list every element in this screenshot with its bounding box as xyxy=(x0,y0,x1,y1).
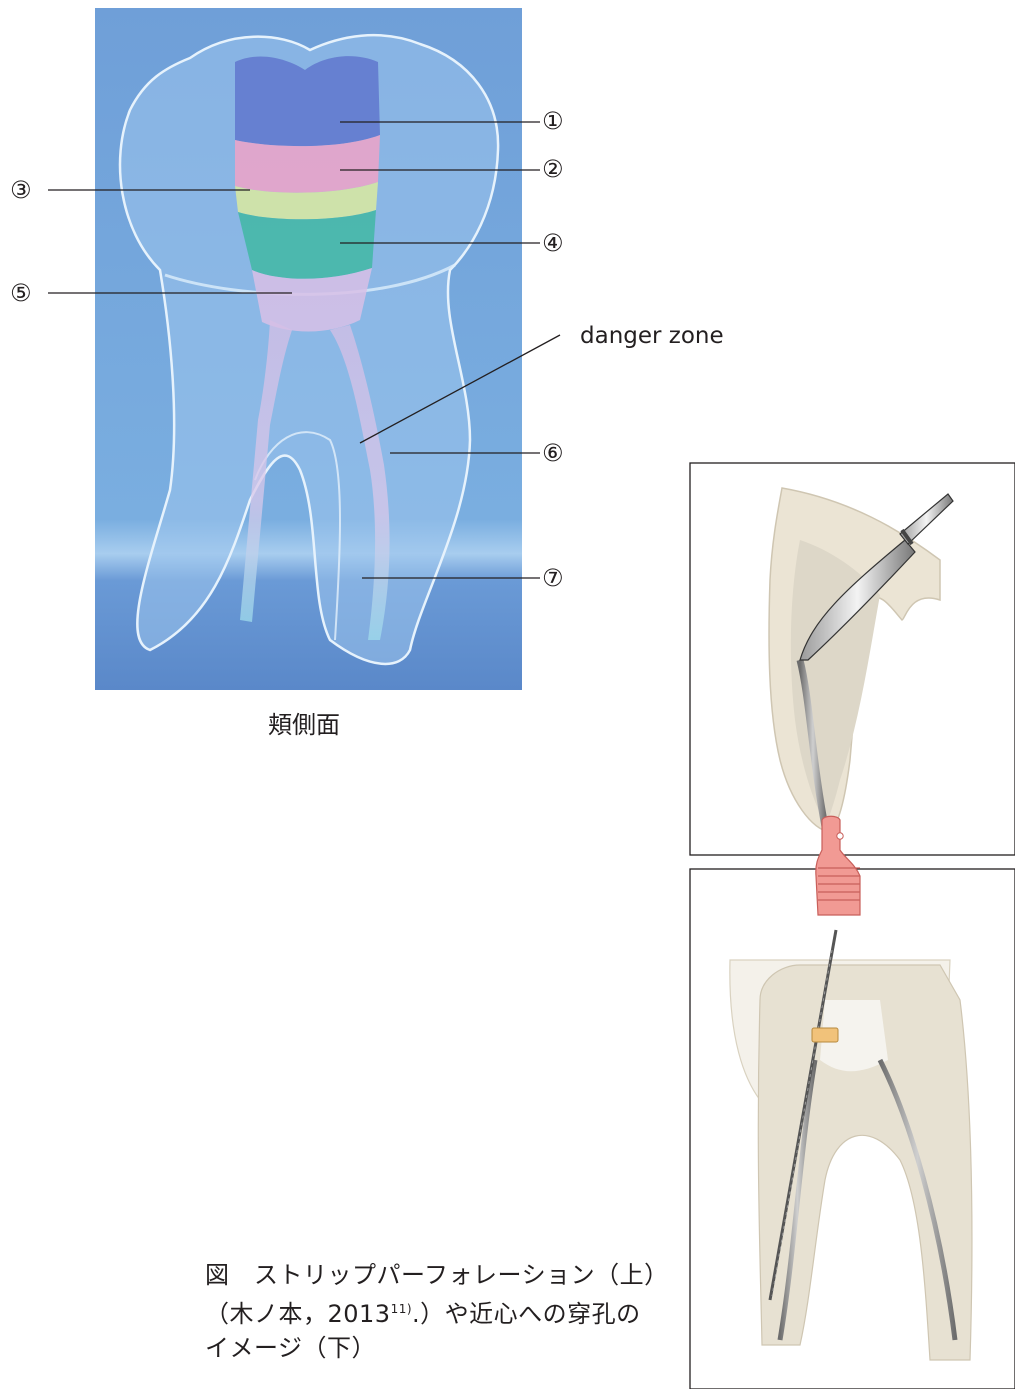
label-2: ② xyxy=(542,157,564,181)
caption-line-2-pre: （木ノ本，2013 xyxy=(205,1300,391,1328)
figure-caption: 図 ストリップパーフォレーション（上） （木ノ本，201311).）や近心への穿… xyxy=(205,1258,685,1365)
label-danger-zone: danger zone xyxy=(580,323,724,349)
illustration-caption: 頬側面 xyxy=(268,705,340,740)
caption-reference: 11) xyxy=(391,1302,412,1316)
label-6: ⑥ xyxy=(542,441,564,465)
pulp-roof xyxy=(235,56,380,146)
caption-line-2-post: .）や近心への穿孔の xyxy=(412,1300,641,1328)
label-5: ⑤ xyxy=(10,281,32,305)
label-1: ① xyxy=(542,109,564,133)
label-7: ⑦ xyxy=(542,566,564,590)
caption-line-1: 図 ストリップパーフォレーション（上） xyxy=(205,1258,685,1292)
label-4: ④ xyxy=(542,231,564,255)
pulp-green-layer xyxy=(238,210,376,279)
caption-line-3: イメージ（下） xyxy=(205,1331,685,1365)
caption-line-2: （木ノ本，201311).）や近心への穿孔の xyxy=(205,1292,685,1331)
rubber-stop xyxy=(812,1028,838,1042)
label-3: ③ xyxy=(10,178,32,202)
